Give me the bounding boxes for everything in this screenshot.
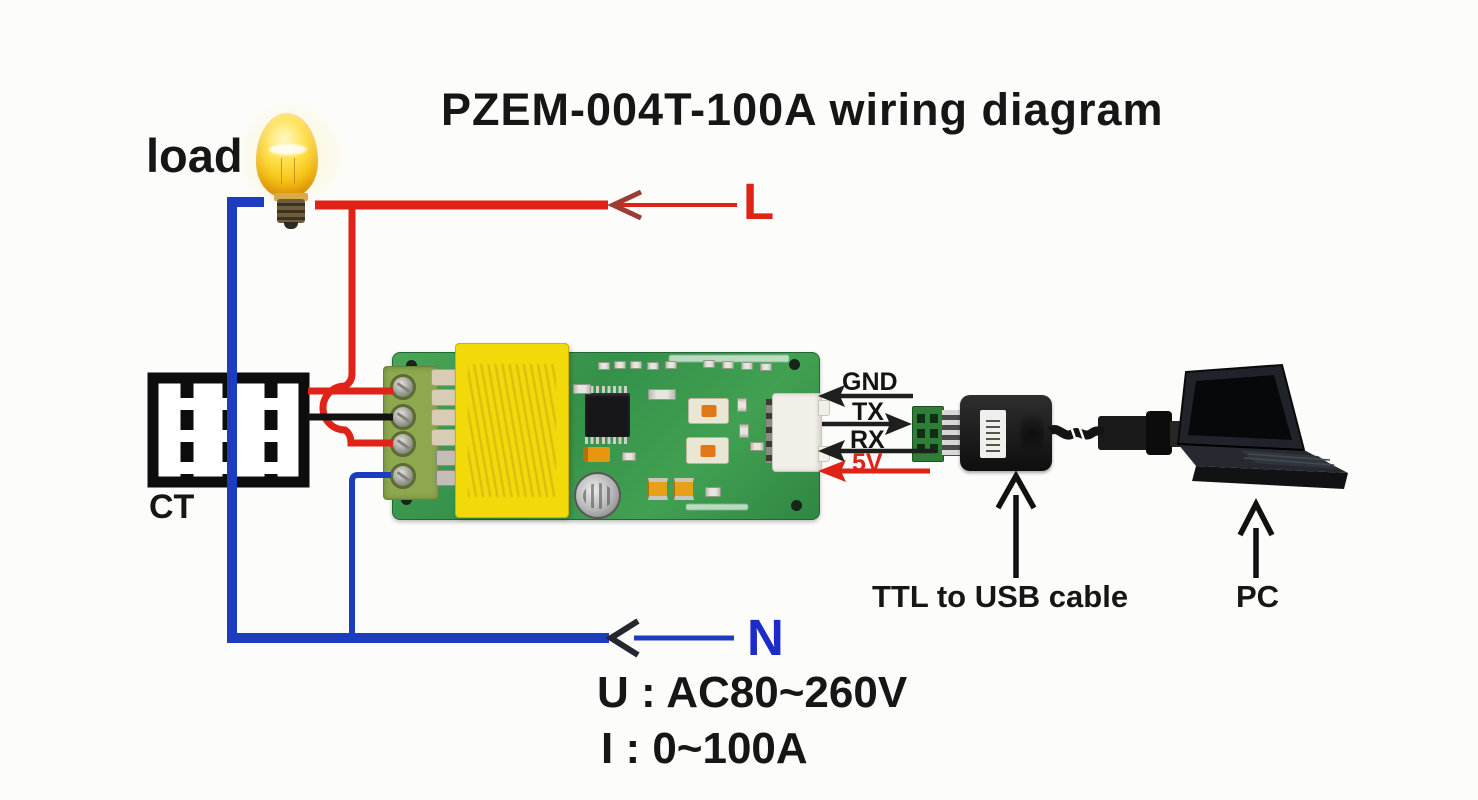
- ttl-adapter-pins: [942, 410, 962, 456]
- ttl-cable-label: TTL to USB cable: [872, 579, 1129, 614]
- line-arrowhead: [607, 189, 643, 221]
- mounting-hole: [789, 359, 800, 370]
- keyboard-row-line: [1243, 457, 1335, 466]
- silkscreen-marking: [669, 355, 789, 362]
- smd-component: [598, 362, 610, 370]
- 5v-signal-label: 5V: [852, 449, 883, 477]
- smd-component: [622, 452, 636, 461]
- terminal-screw-1: [390, 374, 416, 400]
- bulb-filament: [281, 158, 295, 184]
- load-label: load: [146, 129, 243, 182]
- usb-plug-tip: [1170, 421, 1188, 447]
- smd-component: [665, 361, 677, 369]
- smd-component: [750, 442, 764, 451]
- tx-arrowhead: [885, 413, 912, 435]
- smd-component: [648, 389, 676, 400]
- bulb-screw-base: [277, 199, 305, 223]
- smd-component: [630, 361, 642, 369]
- laptop-lid: [1176, 363, 1306, 452]
- light-bulb-icon: [256, 113, 318, 198]
- ttl-callout-arrowhead: [995, 470, 1037, 510]
- smd-component: [722, 361, 734, 369]
- ttl-adapter-seam: [1020, 406, 1044, 460]
- laptop-deck: [1178, 444, 1348, 473]
- smd-component: [705, 487, 721, 497]
- terminal-screw-2: [390, 404, 416, 430]
- resistor-array: [436, 450, 456, 490]
- ic-chip: [585, 393, 630, 437]
- ttl-adapter-label: [980, 410, 1006, 458]
- laptop-keyboard: [1240, 450, 1338, 469]
- bulb-tip: [284, 222, 298, 229]
- transformer-print: [468, 364, 556, 497]
- smd-component: [614, 361, 626, 369]
- cable-twist-mark: [1076, 422, 1086, 441]
- smd-component: [573, 384, 591, 394]
- resistor-array: [431, 369, 457, 447]
- ic-pins: [585, 386, 630, 393]
- smd-component: [739, 424, 749, 438]
- silkscreen-marking: [686, 504, 748, 510]
- voltage-transformer: [455, 343, 569, 518]
- electrolytic-capacitor: [574, 472, 621, 519]
- smd-component: [647, 362, 659, 370]
- usb-plug: [1098, 416, 1154, 450]
- voltage-range: U : AC80~260V: [597, 668, 908, 717]
- smd-capacitor: [674, 478, 694, 500]
- diagram-title: PZEM-004T-100A wiring diagram: [441, 84, 1164, 135]
- jst-connector: [772, 393, 822, 472]
- mounting-hole: [791, 500, 802, 511]
- optocoupler: [688, 398, 729, 424]
- ic-pins: [585, 437, 630, 444]
- current-range: I : 0~100A: [601, 724, 808, 773]
- terminal-screw-4: [390, 463, 416, 489]
- laptop-base-front: [1192, 466, 1348, 489]
- smd-capacitor: [648, 478, 668, 500]
- keyboard-row-line: [1247, 453, 1331, 461]
- smd-component: [741, 362, 753, 370]
- pc-callout-arrowhead: [1237, 498, 1275, 537]
- tx-signal-label: TX: [852, 398, 884, 426]
- ttl-adapter-terminal: [912, 406, 944, 462]
- ct-symbol-box: [147, 372, 310, 488]
- jst-connector-tab: [818, 446, 830, 462]
- usb-plug-collar: [1146, 411, 1172, 455]
- cable-twist-mark: [1068, 423, 1078, 442]
- jst-connector-tab: [818, 400, 830, 416]
- laptop-hinge: [1177, 443, 1305, 451]
- pc-label: PC: [1236, 579, 1280, 614]
- bulb-highlight: [269, 144, 307, 155]
- laptop-screen: [1188, 375, 1292, 440]
- usb-cable: [1047, 425, 1105, 440]
- neutral-label: N: [747, 609, 784, 666]
- smd-component: [737, 398, 747, 412]
- tantalum-capacitor: [583, 447, 610, 462]
- jst-connector-pins: [766, 399, 774, 463]
- smd-component: [703, 360, 715, 368]
- gnd-signal-label: GND: [842, 368, 898, 396]
- 5v-arrowhead: [818, 460, 846, 482]
- smd-component: [760, 363, 772, 371]
- terminal-screw-3: [390, 431, 416, 457]
- optocoupler: [686, 437, 729, 464]
- neutral-arrowhead: [605, 618, 640, 658]
- ct-label: CT: [149, 488, 195, 526]
- line-label: L: [743, 173, 775, 230]
